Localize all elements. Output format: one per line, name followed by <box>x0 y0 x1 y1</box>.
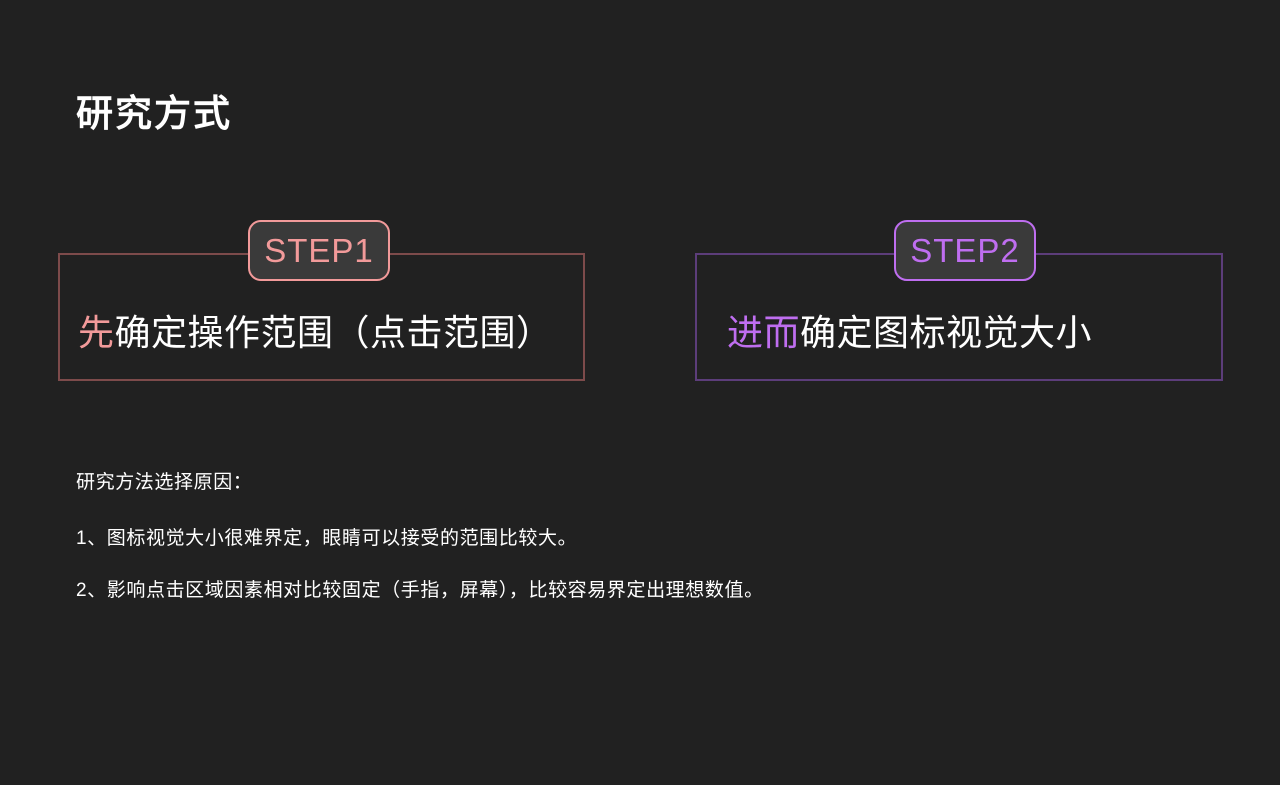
reasons-heading: 研究方法选择原因： <box>76 472 253 493</box>
step-2-statement: 进而确定图标视觉大小 <box>727 310 1092 355</box>
step-2-badge: STEP2 <box>894 220 1036 281</box>
page-title: 研究方式 <box>76 93 232 134</box>
step-2-badge-label: STEP2 <box>910 231 1020 269</box>
reason-item: 2、影响点击区域因素相对比较固定（手指，屏幕），比较容易界定出理想数值。 <box>76 580 764 602</box>
step-2-statement-highlight: 进而 <box>727 312 801 353</box>
step-1-statement-highlight: 先 <box>78 312 115 353</box>
step-1-badge: STEP1 <box>248 220 390 281</box>
step-1-badge-label: STEP1 <box>264 231 374 269</box>
reasons-section: 研究方法选择原因： 1、图标视觉大小很难界定，眼睛可以接受的范围比较大。 2、影… <box>76 470 1196 606</box>
step-2-statement-rest: 确定图标视觉大小 <box>800 312 1093 353</box>
step-1-statement: 先确定操作范围（点击范围） <box>78 310 553 355</box>
step-1-statement-rest: 确定操作范围（点击范围） <box>114 312 553 353</box>
reason-item: 1、图标视觉大小很难界定，眼睛可以接受的范围比较大。 <box>76 527 578 549</box>
